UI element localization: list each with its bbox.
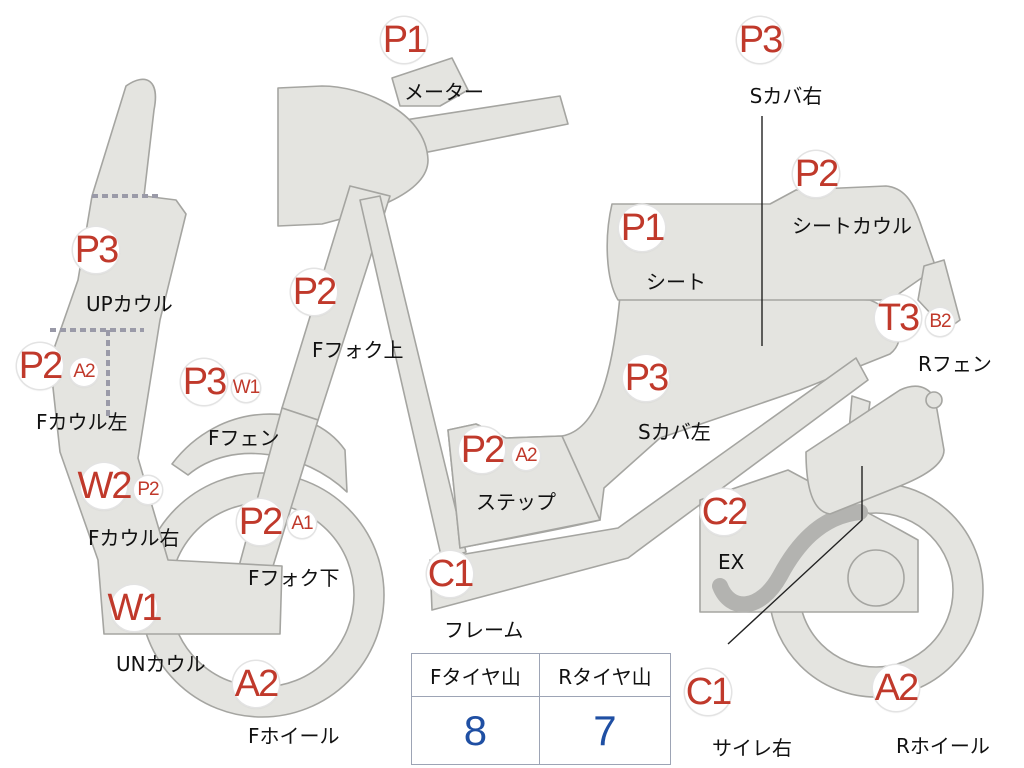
f-cowl-right-grade-badge: W2 (78, 463, 133, 509)
f-fender-sub-grade: W1 (232, 377, 260, 398)
f-cowl-left-grade-badge: P2 (17, 343, 63, 389)
silencer-right-grade-badge: C1 (685, 669, 733, 715)
r-fender-grade: T3 (877, 296, 920, 339)
r-fender-sub-grade: B2 (929, 311, 951, 332)
step-label: ステップ (476, 490, 556, 514)
f-cowl-left-sub-grade-badge: A2 (70, 358, 98, 386)
s-cover-right-grade: P3 (738, 18, 784, 61)
s-cover-left-grade: P3 (624, 356, 670, 399)
f-cowl-left-label: Fカウル左 (36, 410, 128, 434)
seat-cowl-grade: P2 (794, 152, 840, 195)
meter-label: メーター (404, 80, 484, 104)
f-fender-label: Fフェン (208, 426, 280, 450)
seat-cowl-label: シートカウル (792, 214, 912, 238)
s-cover-left-grade-badge: P3 (623, 355, 669, 401)
step-grade-badge: P2 (459, 427, 505, 473)
r-fender-grade-badge: T3 (875, 295, 921, 341)
leader-silencer (727, 466, 863, 645)
f-fork-upper-grade-badge: P2 (291, 269, 337, 315)
f-cowl-right-grade: W2 (77, 464, 133, 507)
down-tube-shape (359, 195, 467, 561)
f-cowl-right-sub-grade-badge: P2 (134, 476, 162, 504)
step-grade: P2 (460, 428, 506, 471)
seat-label: シート (646, 270, 706, 294)
silencer-right-label: サイレ右 (712, 736, 792, 760)
f-fender-grade: P3 (182, 360, 228, 403)
s-cover-right-label: Sカバ右 (749, 84, 823, 108)
f-fender-grade-badge: P3 (181, 359, 227, 405)
f-cowl-left-grade: P2 (18, 344, 64, 387)
up-cowl-label: UPカウル (86, 292, 173, 316)
un-cowl-grade-badge: W1 (108, 585, 163, 631)
tire-tread-table: Fタイヤ山 Rタイヤ山 8 7 (411, 653, 672, 765)
seat-grade: P1 (620, 206, 666, 249)
f-fork-lower-label: Fフォク下 (248, 566, 340, 590)
r-fender-label: Rフェン (918, 352, 992, 376)
f-wheel-grade: A2 (234, 662, 280, 705)
f-fork-upper-label: Fフォク上 (312, 338, 404, 362)
f-fender-sub-grade-badge: W1 (232, 374, 260, 402)
engine-hub-shape (847, 549, 905, 607)
un-cowl-grade: W1 (107, 586, 163, 629)
ex-grade: C2 (701, 490, 749, 533)
ex-grade-badge: C2 (701, 489, 749, 535)
exhaust-pipe-shape (712, 504, 868, 613)
meter-shape (391, 57, 469, 107)
meter-grade: P1 (382, 18, 428, 61)
step-sub-grade: A2 (515, 445, 537, 466)
frame-grade-badge: C1 (427, 551, 475, 597)
frame-label: フレーム (444, 618, 524, 642)
frame-grade: C1 (427, 552, 475, 595)
f-fork-lower-grade-badge: P2 (237, 499, 283, 545)
f-cowl-right-label: Fカウル右 (88, 526, 180, 550)
un-cowl-label: UNカウル (116, 652, 206, 676)
front-tire-value: 8 (411, 696, 540, 765)
f-cowl-right-sub-grade: P2 (137, 479, 159, 500)
silencer-right-grade: C1 (685, 670, 733, 713)
f-fork-lower-grade: P2 (238, 500, 284, 543)
r-fender-sub-grade-badge: B2 (926, 308, 954, 336)
seat-grade-badge: P1 (619, 205, 665, 251)
silencer-tip-shape (925, 391, 943, 409)
f-fork-upper-grade: P2 (292, 270, 338, 313)
f-fork-lower-sub-grade: A1 (291, 513, 313, 534)
r-wheel-grade: A2 (874, 666, 920, 709)
seat-cowl-grade-badge: P2 (793, 151, 839, 197)
f-wheel-grade-badge: A2 (233, 661, 279, 707)
meter-grade-badge: P1 (381, 17, 427, 63)
step-sub-grade-badge: A2 (512, 442, 540, 470)
s-cover-right-grade-badge: P3 (737, 17, 783, 63)
rear-tire-header: Rタイヤ山 (538, 653, 672, 697)
s-cover-left-label: Sカバ左 (638, 420, 711, 444)
up-cowl-grade: P3 (74, 228, 120, 271)
frame-shape (429, 357, 869, 611)
r-wheel-label: Rホイール (896, 734, 990, 758)
rear-tire-value: 7 (538, 696, 672, 765)
silencer-shape (805, 385, 945, 515)
f-cowl-left-sub-grade: A2 (73, 361, 95, 382)
f-fork-lower-sub-grade-badge: A1 (288, 510, 316, 538)
front-tire-header: Fタイヤ山 (411, 653, 540, 697)
up-cowl-grade-badge: P3 (73, 227, 119, 273)
r-wheel-grade-badge: A2 (873, 665, 919, 711)
ex-label: EX (718, 550, 745, 574)
f-wheel-label: Fホイール (248, 724, 340, 748)
